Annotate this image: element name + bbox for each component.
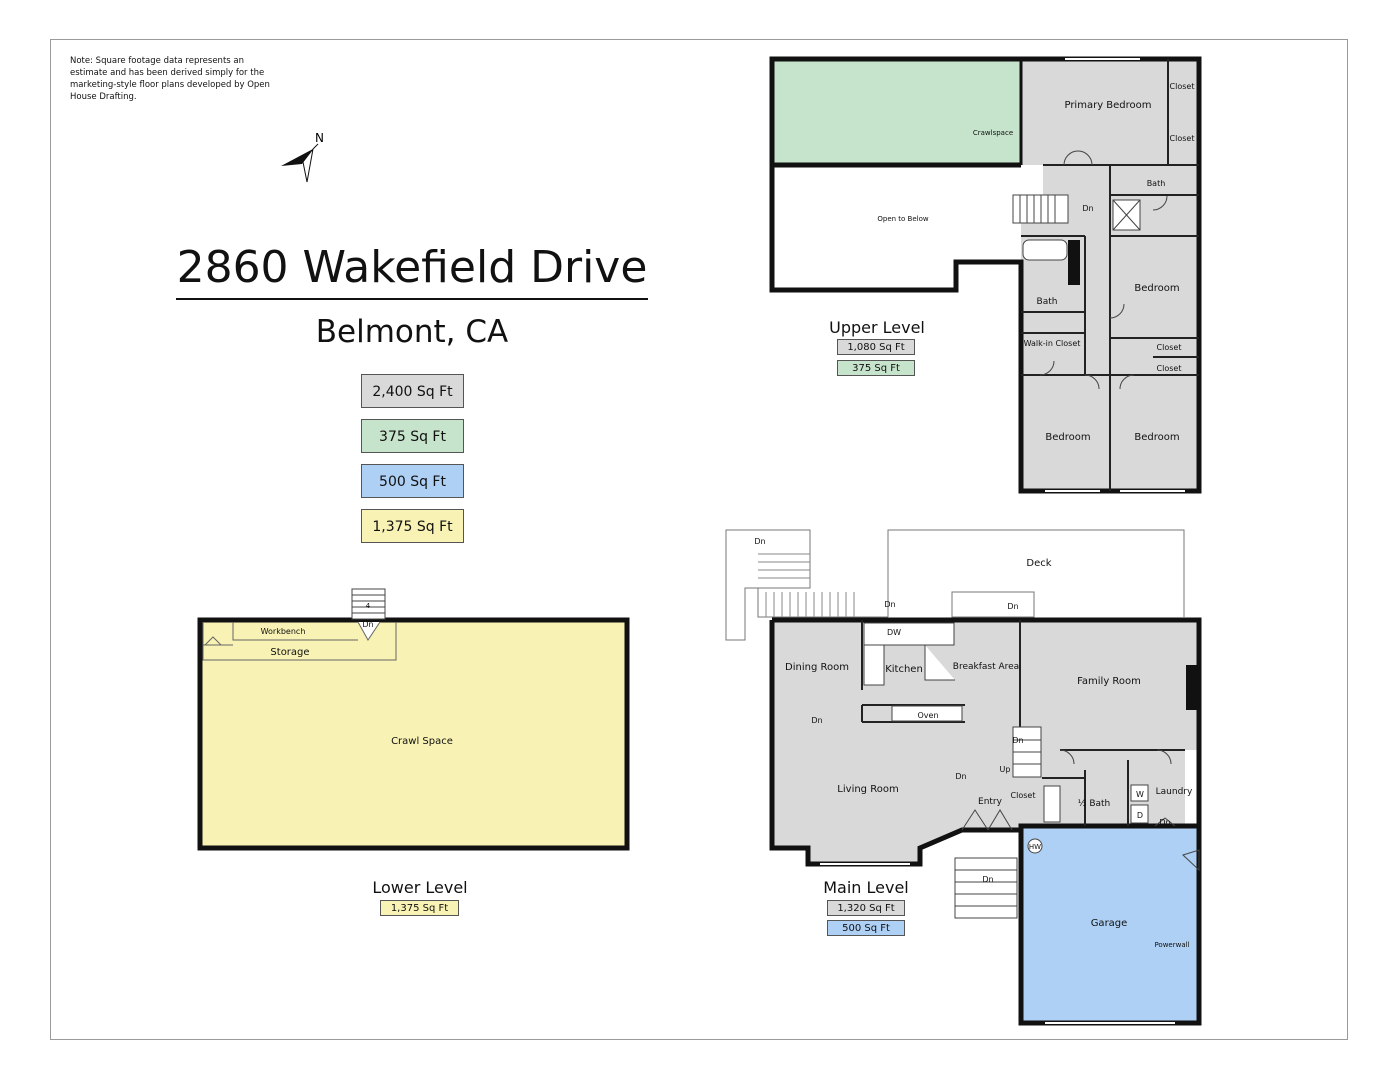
upper-level-plan: Primary Bedroom Crawlspace Closet Closet… — [769, 56, 1202, 494]
bath-label-2: Bath — [1037, 297, 1058, 307]
closet-label-4: Closet — [1157, 364, 1182, 373]
upper-sqft-green: 375 Sq Ft — [837, 360, 915, 376]
deck-dn-label-1: Dn — [754, 537, 765, 546]
legend-blue: 500 Sq Ft — [361, 464, 464, 498]
closet-label-3: Closet — [1157, 343, 1182, 352]
washer-label: W — [1136, 790, 1144, 799]
breakfast-area-label: Breakfast Area — [953, 662, 1019, 672]
upper-level-title: Upper Level — [829, 318, 925, 337]
workbench-label: Workbench — [261, 627, 306, 636]
page-frame — [50, 39, 1348, 1040]
stair-up-label: Up — [1000, 765, 1011, 774]
bedroom-label-2: Bedroom — [1045, 432, 1090, 443]
kitchen-label: Kitchen — [885, 664, 923, 675]
dryer-label: D — [1137, 811, 1143, 820]
living-dn-label: Dn — [955, 772, 966, 781]
primary-bedroom-label: Primary Bedroom — [1064, 100, 1151, 111]
open-to-below-label: Open to Below — [877, 215, 929, 223]
lower-step-label: 4 — [366, 602, 371, 610]
garage-dn-label: Dn — [1159, 818, 1170, 827]
lower-dn-label: Dn — [362, 620, 373, 629]
compass-north-label: N — [315, 131, 324, 145]
upper-sqft-gray: 1,080 Sq Ft — [837, 339, 915, 355]
legend-green: 375 Sq Ft — [361, 419, 464, 453]
lower-level-plan: Workbench Storage Dn 4 Crawl Space — [197, 588, 630, 851]
dining-room-label: Dining Room — [785, 662, 849, 673]
closet-label-1: Closet — [1170, 82, 1195, 91]
main-sqft-gray: 1,320 Sq Ft — [827, 900, 905, 916]
lower-sqft-yellow: 1,375 Sq Ft — [380, 900, 459, 916]
deck-label: Deck — [1026, 558, 1051, 569]
stair-dn-label: Dn — [1082, 204, 1093, 213]
entry-label: Entry — [978, 797, 1003, 807]
bedroom-label-3: Bedroom — [1134, 432, 1179, 443]
stair-dn-label-main: Dn — [1012, 736, 1023, 745]
water-heater-label: HW — [1029, 843, 1041, 851]
living-room-label: Living Room — [837, 784, 898, 795]
closet-label-2: Closet — [1170, 134, 1195, 143]
entry-dn-label: Dn — [982, 875, 993, 884]
half-bath-label: ½ Bath — [1078, 799, 1111, 809]
crawl-space-label: Crawl Space — [391, 736, 453, 747]
laundry-label: Laundry — [1156, 787, 1193, 797]
walkin-closet-label: Walk-in Closet — [1024, 339, 1081, 348]
dining-dn-label: Dn — [811, 716, 822, 725]
legend-yellow: 1,375 Sq Ft — [361, 509, 464, 543]
property-address: 2860 Wakefield Drive — [176, 240, 648, 300]
crawlspace-label: Crawlspace — [973, 129, 1013, 137]
fireplace-label: FP — [1187, 685, 1195, 693]
deck-dn-label-3: Dn — [1007, 602, 1018, 611]
legend-gray: 2,400 Sq Ft — [361, 374, 464, 408]
main-sqft-blue: 500 Sq Ft — [827, 920, 905, 936]
deck-dn-label-2: Dn — [884, 600, 895, 609]
sqft-note: Note: Square footage data represents an … — [70, 56, 270, 102]
entry-closet-label: Closet — [1011, 791, 1036, 800]
dishwasher-label: DW — [887, 628, 901, 637]
oven-label: Oven — [917, 711, 938, 720]
bedroom-label-1: Bedroom — [1134, 283, 1179, 294]
family-room-label: Family Room — [1077, 676, 1141, 687]
main-level-title: Main Level — [823, 878, 909, 897]
garage-label: Garage — [1091, 918, 1128, 929]
north-arrow-icon: N — [281, 131, 324, 183]
main-level-plan: Deck Dn Dn Dn Dn Dn Dn Up Dn Dn Dining R… — [725, 58, 1202, 1026]
lower-level-title: Lower Level — [372, 878, 468, 897]
powerwall-label: Powerwall — [1154, 941, 1189, 949]
storage-label: Storage — [270, 647, 309, 658]
bath-label-1: Bath — [1147, 179, 1166, 188]
property-city: Belmont, CA — [315, 314, 509, 350]
